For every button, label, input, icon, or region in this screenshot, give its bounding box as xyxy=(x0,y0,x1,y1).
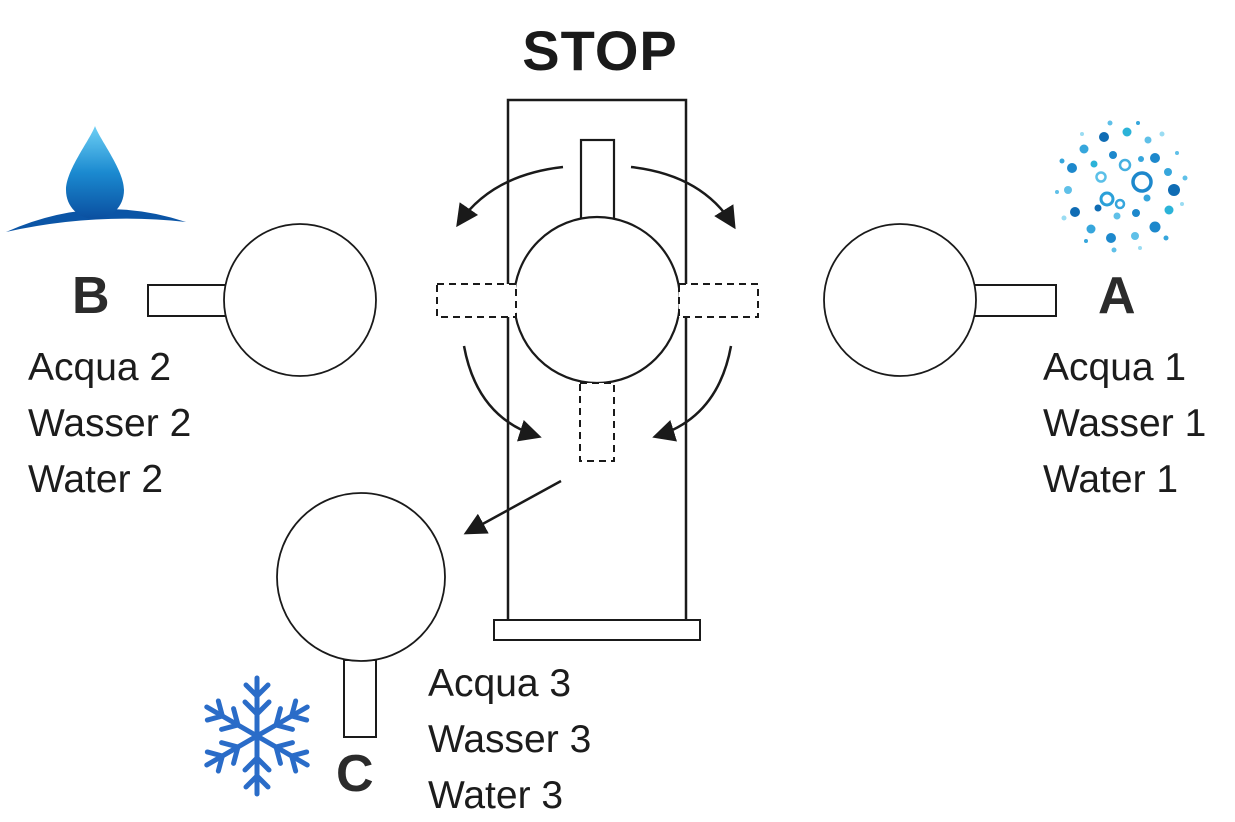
snowflake-icon xyxy=(201,678,313,794)
caption-line: Wasser 1 xyxy=(1043,402,1207,445)
caption-line: Wasser 2 xyxy=(28,402,192,445)
position-b-caption: Acqua 2 Wasser 2 Water 2 xyxy=(28,340,191,508)
position-b-letter: B xyxy=(72,267,110,325)
water-swoosh xyxy=(6,209,186,232)
position-a-letter: A xyxy=(1098,267,1136,325)
dashed-handle-left xyxy=(436,283,517,318)
faucet-base xyxy=(493,619,701,641)
handle-up-stop xyxy=(579,138,616,222)
rotate-arrow-bottom-left xyxy=(462,345,542,442)
dashed-handle-down xyxy=(579,382,615,462)
handle-down-c xyxy=(343,659,377,738)
handle-left-b xyxy=(147,284,229,317)
knob-circle-b xyxy=(223,223,377,377)
caption-line: Acqua 1 xyxy=(1043,346,1187,389)
caption-line: Wasser 3 xyxy=(428,718,592,761)
knob-position-b xyxy=(147,223,377,377)
knob-circle-a xyxy=(823,223,977,377)
rotate-arrow-top-right xyxy=(630,165,736,230)
position-c-letter: C xyxy=(336,745,374,803)
knob-circle-c xyxy=(276,492,446,662)
caption-line: Acqua 3 xyxy=(428,662,572,705)
rotate-arrow-top-left xyxy=(456,165,564,228)
caption-line: Acqua 2 xyxy=(28,346,172,389)
position-c-caption: Acqua 3 Wasser 3 Water 3 xyxy=(428,656,591,822)
rotate-arrow-bottom-right xyxy=(652,345,733,442)
caption-line: Water 1 xyxy=(1043,458,1179,501)
knob-position-c xyxy=(276,492,446,738)
caption-line: Water 3 xyxy=(428,774,564,817)
handle-right-a xyxy=(973,284,1057,317)
pointer-arrow-to-position-c xyxy=(463,479,562,535)
caption-line: Water 2 xyxy=(28,458,164,501)
dashed-handle-right xyxy=(678,283,759,318)
knob-position-a xyxy=(823,223,1057,377)
center-knob-circle xyxy=(512,215,682,385)
water-drop-icon xyxy=(6,126,186,232)
water-drop-shape xyxy=(66,126,124,219)
stop-label: STOP xyxy=(522,19,678,82)
sparkling-bubbles-icon xyxy=(1055,120,1188,253)
position-a-caption: Acqua 1 Wasser 1 Water 1 xyxy=(1043,340,1206,508)
